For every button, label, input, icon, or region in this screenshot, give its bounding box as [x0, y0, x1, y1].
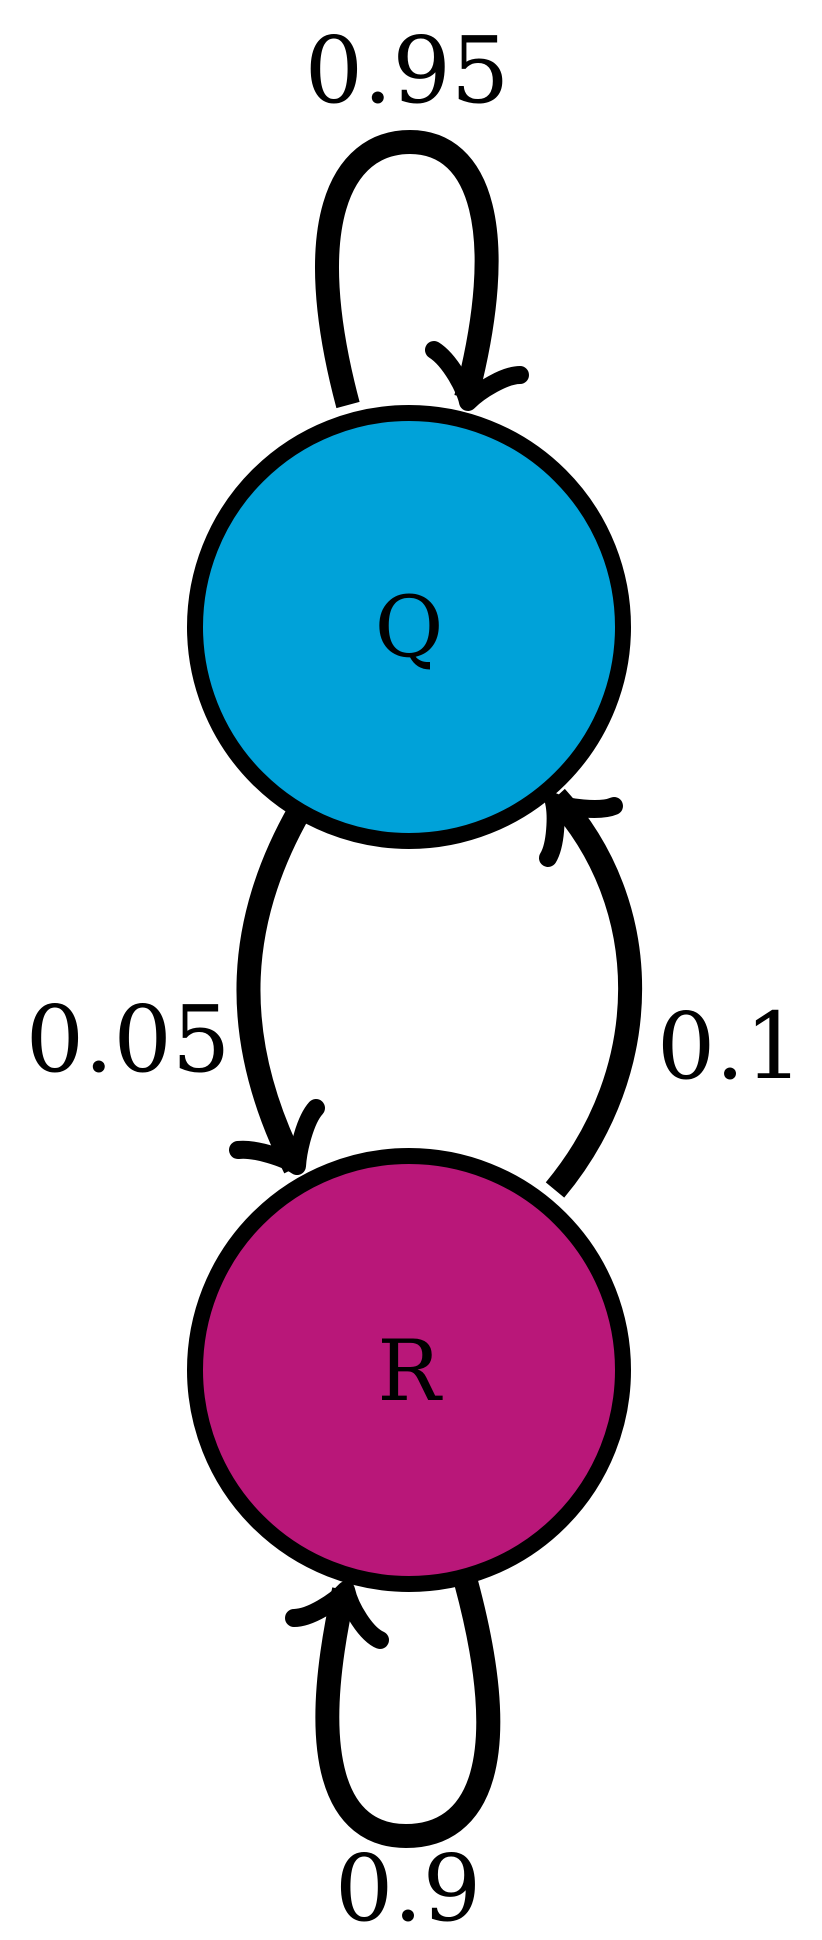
edge-q-to-q-path — [315, 129, 499, 409]
edge-q-to-q — [315, 129, 529, 411]
node-r-circle — [187, 1148, 631, 1592]
edge-r-to-r-arrowhead — [285, 1581, 389, 1649]
node-q: Q — [187, 405, 631, 849]
edge-q-to-r-path — [236, 804, 311, 1174]
edge-q-to-r-arrowhead — [229, 1099, 325, 1175]
edge-r-to-r — [285, 1578, 501, 1849]
edge-q-to-r — [229, 804, 325, 1175]
node-q-circle — [187, 405, 631, 849]
node-r: R — [187, 1148, 631, 1592]
edge-r-to-r-path — [315, 1578, 501, 1849]
edge-r-to-q-label: 0.1 — [657, 993, 803, 1100]
edge-r-to-q-path — [545, 788, 643, 1198]
edge-q-to-q-label: 0.95 — [305, 17, 510, 124]
edge-q-to-r-label: 0.05 — [26, 986, 231, 1093]
edge-r-to-q — [539, 788, 643, 1198]
node-q-label: Q — [375, 578, 444, 676]
edge-r-to-r-label: 0.9 — [335, 1835, 481, 1940]
edge-q-to-q-arrowhead — [425, 341, 529, 411]
edge-r-to-q-arrowhead — [539, 793, 623, 867]
node-r-label: R — [377, 1322, 443, 1420]
